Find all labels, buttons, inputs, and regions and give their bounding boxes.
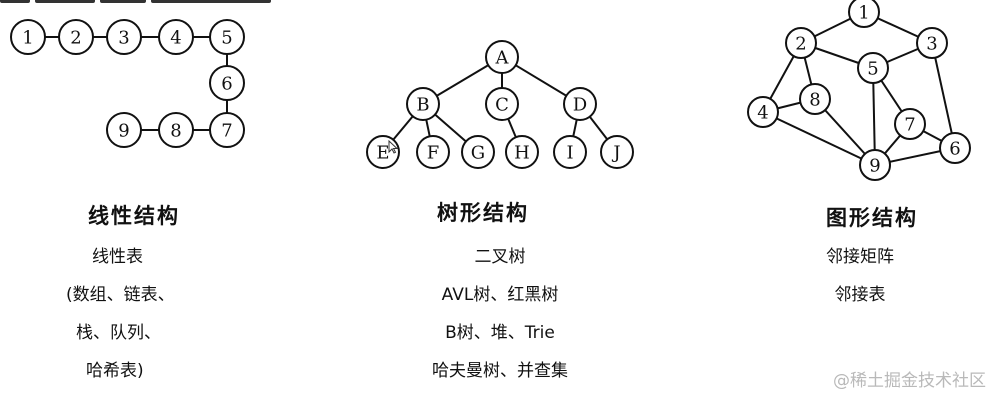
svg-text:C: C: [495, 95, 509, 116]
svg-text:5: 5: [221, 28, 232, 49]
svg-text:F: F: [427, 143, 440, 164]
tree-node: D: [563, 87, 597, 121]
graph-node: 3: [916, 27, 948, 59]
svg-text:1: 1: [858, 3, 869, 24]
clipped-header-text: [0, 0, 380, 6]
svg-text:2: 2: [70, 28, 81, 49]
svg-text:I: I: [566, 143, 573, 164]
tree-structure-diagram: A B C D E F G H I J: [366, 40, 634, 169]
linear-structure-diagram: 1 2 3 4 5 6 7 8 9: [10, 19, 245, 148]
watermark-text: @稀土掘金技术社区: [833, 371, 986, 391]
graph-node: 9: [859, 149, 891, 181]
tree-node: H: [505, 135, 539, 169]
graph-node: 8: [799, 83, 831, 115]
svg-text:8: 8: [809, 90, 820, 111]
svg-text:3: 3: [118, 28, 129, 49]
svg-text:6: 6: [949, 139, 960, 160]
svg-text:6: 6: [221, 74, 232, 95]
tree-example: 哈夫曼树、并查集: [432, 361, 568, 381]
graph-edge: [872, 67, 876, 166]
graph-node: 2: [785, 27, 817, 59]
tree-example: AVL树、红黑树: [441, 285, 559, 305]
linear-node: 2: [58, 19, 94, 55]
tree-structure-examples: 二叉树 AVL树、红黑树 B树、堆、Trie 哈夫曼树、并查集: [400, 238, 600, 390]
svg-text:4: 4: [757, 103, 768, 124]
graph-structure-examples: 邻接矩阵 邻接表: [800, 238, 920, 314]
linear-node: 5: [209, 19, 245, 55]
graph-edge: [762, 111, 876, 166]
svg-text:2: 2: [795, 34, 806, 55]
svg-text:9: 9: [869, 156, 880, 177]
svg-text:B: B: [416, 95, 429, 116]
graph-node: 5: [857, 52, 889, 84]
linear-example: 线性表: [92, 247, 143, 267]
svg-text:1: 1: [22, 28, 33, 49]
mouse-pointer-icon: [388, 140, 398, 154]
svg-text:3: 3: [926, 34, 937, 55]
tree-structure-title: 树形结构: [437, 200, 529, 225]
linear-node: 1: [10, 19, 46, 55]
svg-text:5: 5: [867, 59, 878, 80]
graph-example: 邻接矩阵: [826, 247, 894, 267]
svg-text:G: G: [471, 143, 485, 164]
tree-node: J: [600, 135, 634, 169]
linear-example: 哈希表): [86, 361, 144, 381]
graph-node: 1: [848, 0, 880, 28]
graph-node: 7: [894, 108, 926, 140]
linear-node: 6: [209, 65, 245, 101]
linear-node: 9: [106, 112, 142, 148]
tree-node: I: [553, 135, 587, 169]
linear-node: 3: [106, 19, 142, 55]
graph-node: 4: [747, 96, 779, 128]
svg-text:9: 9: [118, 121, 129, 142]
svg-text:8: 8: [170, 121, 181, 142]
linear-node: 4: [158, 19, 194, 55]
svg-text:H: H: [514, 143, 530, 164]
tree-node: G: [461, 135, 495, 169]
linear-example: (数组、链表、: [66, 285, 175, 305]
tree-node: B: [406, 87, 440, 121]
svg-text:J: J: [611, 143, 620, 164]
linear-example: 栈、队列、: [76, 323, 161, 343]
tree-node: F: [416, 135, 450, 169]
tree-example: 二叉树: [474, 247, 526, 267]
svg-text:E: E: [376, 143, 389, 164]
graph-example: 邻接表: [834, 285, 886, 305]
tree-example: B树、堆、Trie: [445, 323, 555, 343]
linear-structure-title: 线性结构: [88, 203, 180, 228]
graph-structure-title: 图形结构: [826, 205, 918, 230]
svg-text:4: 4: [170, 28, 181, 49]
graph-edge: [931, 42, 956, 149]
svg-text:7: 7: [904, 115, 915, 136]
svg-text:D: D: [573, 95, 587, 116]
linear-structure-examples: 线性表 (数组、链表、 栈、队列、 哈希表): [66, 238, 206, 390]
svg-text:7: 7: [221, 121, 232, 142]
tree-node: A: [485, 40, 519, 74]
graph-node: 6: [939, 132, 971, 164]
tree-node: C: [485, 87, 519, 121]
linear-node: 7: [209, 112, 245, 148]
svg-text:A: A: [495, 48, 510, 69]
linear-node: 8: [158, 112, 194, 148]
graph-structure-diagram: 1 2 3 4 5 6 7 8 9: [747, 0, 971, 181]
